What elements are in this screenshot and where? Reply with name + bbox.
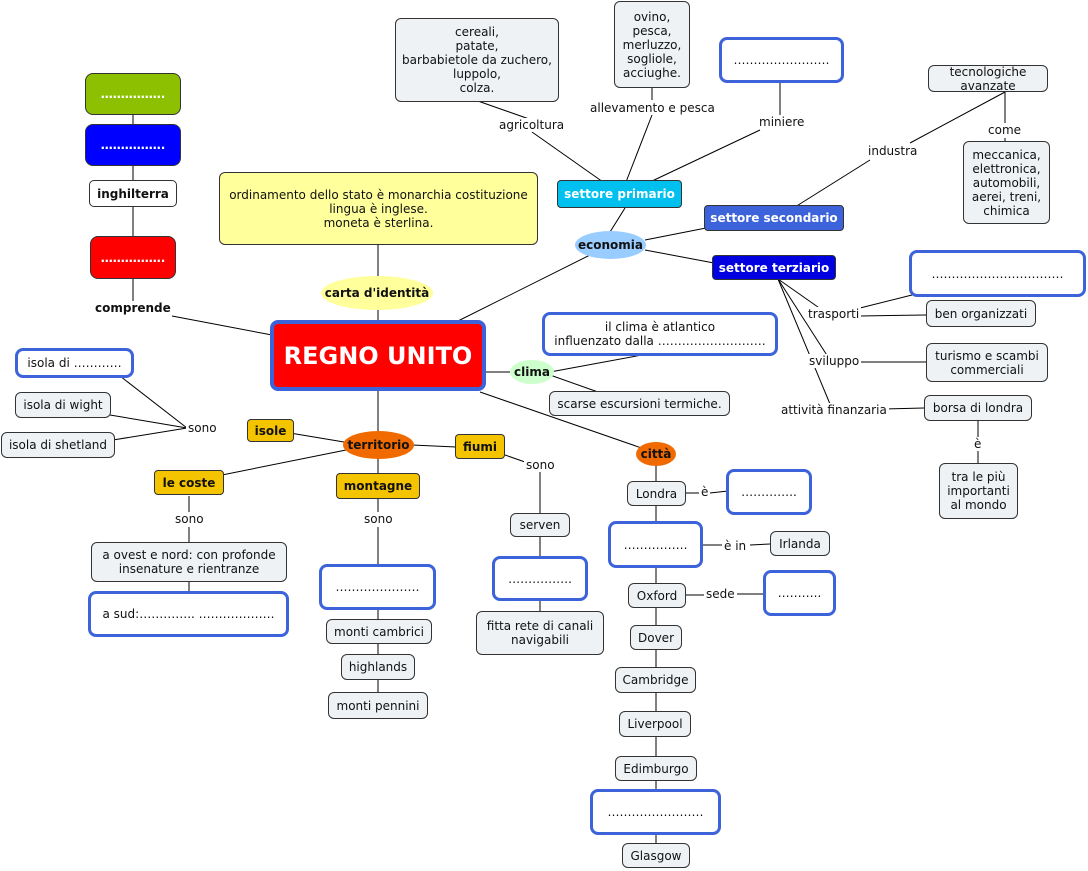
turismo-box[interactable]: turismo e scambi commerciali xyxy=(926,343,1048,382)
carta-identita-node[interactable]: carta d'identità xyxy=(321,276,433,310)
monti-pennini-box[interactable]: monti pennini xyxy=(328,692,428,719)
miniere-label: miniere xyxy=(757,115,807,129)
miniere-blank-box[interactable]: …………………… xyxy=(719,37,844,83)
sono-isole-label: sono xyxy=(186,421,219,435)
allevamento-items-box[interactable]: ovino, pesca, merluzzo, sogliole, acciug… xyxy=(614,1,690,88)
citta-blank-box-2[interactable]: …………………… xyxy=(590,789,721,835)
center-label: REGNO UNITO xyxy=(283,341,473,370)
agricoltura-items-box[interactable]: cereali, patate, barbabietole da zuchero… xyxy=(395,18,559,102)
come-label: come xyxy=(986,123,1024,137)
industrie-list-box[interactable]: meccanica, elettronica, automobili, aere… xyxy=(963,141,1050,224)
canali-box[interactable]: fitta rete di canali navigabili xyxy=(476,611,604,655)
sono-coste-label: sono xyxy=(173,512,206,526)
dover-box[interactable]: Dover xyxy=(630,625,682,650)
coste-sud-box[interactable]: a sud:………….. ………………. xyxy=(88,591,289,637)
settore-primario-node[interactable]: settore primario xyxy=(557,180,682,208)
tecnologiche-avanzate-box[interactable]: tecnologiche avanzate xyxy=(928,65,1048,93)
settore-terziario-node[interactable]: settore terziario xyxy=(712,255,836,280)
industra-label: industra xyxy=(866,144,920,158)
e-borsa-label: è xyxy=(972,437,984,451)
clima-node[interactable]: clima xyxy=(510,360,554,384)
clima-atlantico-box[interactable]: il clima è atlantico influenzato dalla …… xyxy=(542,312,778,356)
e-londra-label: è xyxy=(699,485,711,499)
flag-green-blank[interactable]: ……………. xyxy=(85,73,181,115)
sono-fiumi-label: sono xyxy=(524,458,557,472)
fiumi-node[interactable]: fiumi xyxy=(455,434,505,459)
terziario-blank-box[interactable]: …………………………… xyxy=(909,250,1086,297)
citta-node[interactable]: città xyxy=(636,442,676,466)
edimburgo-box[interactable]: Edimburgo xyxy=(615,756,697,781)
monti-cambrici-box[interactable]: monti cambrici xyxy=(326,619,432,644)
highlands-box[interactable]: highlands xyxy=(341,654,415,680)
citta-blank-box[interactable]: ……………. xyxy=(608,521,703,568)
cambridge-box[interactable]: Cambridge xyxy=(615,667,696,693)
allevamento-label: allevamento e pesca xyxy=(588,101,717,115)
importanti-box[interactable]: tra le più importanti al mondo xyxy=(939,463,1018,519)
comprende-label: comprende xyxy=(93,301,173,315)
oxford-box[interactable]: Oxford xyxy=(628,583,686,608)
flag-blue-blank[interactable]: ……………. xyxy=(85,124,181,166)
montagne-blank-box[interactable]: ………………… xyxy=(319,564,436,610)
isole-node[interactable]: isole xyxy=(247,419,294,442)
economia-node[interactable]: economia xyxy=(575,231,646,259)
londra-box[interactable]: Londra xyxy=(627,481,686,506)
montagne-node[interactable]: montagne xyxy=(336,473,420,499)
oxford-blank-box[interactable]: ……….. xyxy=(763,570,836,616)
irlanda-box[interactable]: Irlanda xyxy=(770,531,830,556)
isola-wight-box[interactable]: isola di wight xyxy=(15,392,111,418)
sono-montagne-label: sono xyxy=(362,512,395,526)
coste-ovest-box[interactable]: a ovest e nord: con profonde insenature … xyxy=(91,542,287,582)
borsa-londra-box[interactable]: borsa di londra xyxy=(924,395,1032,421)
isola-shetland-box[interactable]: isola di shetland xyxy=(1,432,115,458)
londra-blank-box[interactable]: ………….. xyxy=(726,469,812,515)
flag-red-blank[interactable]: ……………. xyxy=(90,236,176,279)
carta-identita-text-box[interactable]: ordinamento dello stato è monarchia cost… xyxy=(219,172,538,245)
settore-secondario-node[interactable]: settore secondario xyxy=(704,205,844,231)
inghilterra-node[interactable]: inghilterra xyxy=(89,180,177,207)
trasporti-label: trasporti xyxy=(806,307,862,321)
sviluppo-label: sviluppo xyxy=(807,354,862,368)
territorio-node[interactable]: territorio xyxy=(343,431,414,459)
fiumi-blank-box[interactable]: ……………. xyxy=(492,556,588,601)
attivita-finanzaria-label: attività finanzaria xyxy=(779,403,889,417)
agricoltura-label: agricoltura xyxy=(497,118,567,132)
liverpool-box[interactable]: Liverpool xyxy=(619,711,691,737)
e-in-label: è in xyxy=(722,539,749,553)
glasgow-box[interactable]: Glasgow xyxy=(622,843,690,868)
serven-box[interactable]: serven xyxy=(510,513,570,537)
isola-di-blank-box[interactable]: isola di ………… xyxy=(15,348,134,378)
sede-label: sede xyxy=(704,587,737,601)
ben-organizzati-box[interactable]: ben organizzati xyxy=(926,300,1036,327)
escursioni-box[interactable]: scarse escursioni termiche. xyxy=(549,391,730,416)
le-coste-node[interactable]: le coste xyxy=(154,470,224,495)
center-node[interactable]: REGNO UNITO xyxy=(270,320,486,391)
